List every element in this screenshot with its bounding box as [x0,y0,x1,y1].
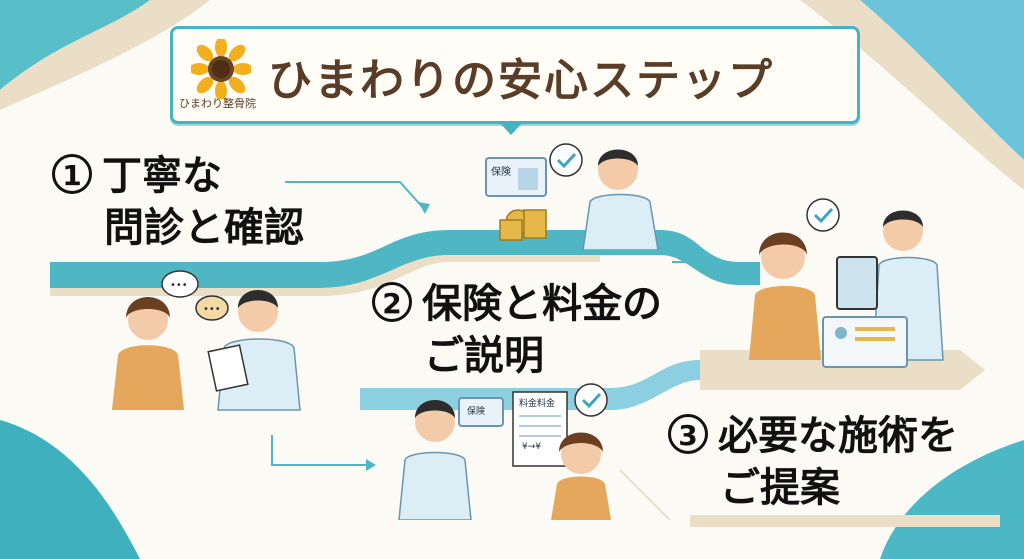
fee-card-label: 保険 [467,407,486,417]
ribbon-1 [50,230,760,288]
ribbon-4 [690,515,1000,527]
insurance-card-label: 保険 [491,167,511,178]
top-left-beige [0,0,210,110]
fee-explanation-illustration [398,383,611,520]
ribbon-1-beige [50,255,600,296]
arrow-4 [619,469,671,521]
step-3-line1: 必要な施術を [718,413,958,459]
step-3-line2: ご提案 [720,465,840,511]
step-1-line1: 丁寧な [102,153,222,199]
svg-text:•••: ••• [170,280,188,291]
arrow-1-head [418,202,430,214]
arrow-2 [271,435,370,466]
consultation-illustration: ••• ••• [112,270,301,411]
step-1-line2: 問診と確認 [104,205,304,251]
step-2-number: 2 [372,282,412,322]
top-left-blob [0,0,150,90]
step-2-line2: ご説明 [424,333,544,379]
insurance-explanation-illustration [485,143,659,250]
treatment-proposal-illustration [749,198,944,368]
ribbon-2 [360,360,740,410]
svg-text:•••: ••• [203,304,221,315]
title-banner: ひまわり整骨院 ひまわりの安心ステップ [170,26,860,135]
bottom-right-blob [880,440,1024,559]
step-3-number: 3 [668,414,708,454]
bottom-left-blob [0,420,140,559]
top-right-blob [860,0,1024,160]
step-2-line1: 保険と料金の [422,281,662,327]
arrow-2-head [366,459,376,471]
sunflower-logo [189,37,253,109]
step-1-number: 1 [52,154,92,194]
fee-sheet-title: 料金料金 [519,399,556,409]
top-right-beige [800,0,1024,190]
fee-sheet-yen: ¥→¥ [522,442,541,452]
arrow-1 [285,181,426,211]
logo-caption: ひまわり整骨院 [179,97,256,110]
page-title: ひまわりの安心ステップ [268,55,774,106]
